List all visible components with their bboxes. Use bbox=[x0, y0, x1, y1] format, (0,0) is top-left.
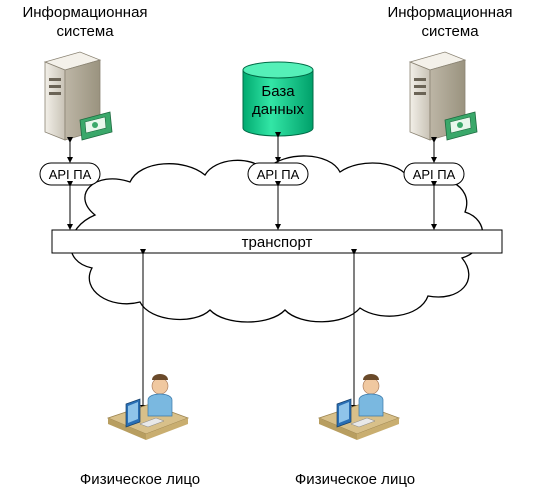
system-title-line1: Информационная bbox=[387, 4, 512, 21]
system-title-line1: Информационная bbox=[22, 4, 147, 21]
workstation-icon bbox=[317, 374, 401, 440]
info-system-right: Информационная система API ПА bbox=[387, 4, 513, 230]
person-label: Физическое лицо bbox=[80, 471, 200, 488]
database: База данных API ПА bbox=[242, 61, 314, 230]
transport-label: транспорт bbox=[242, 234, 313, 251]
transport-bar: транспорт bbox=[51, 229, 503, 254]
api-label: API ПА bbox=[257, 167, 300, 182]
info-system-left: Информационная система API ПА bbox=[22, 4, 148, 230]
server-icon bbox=[43, 51, 113, 141]
database-icon bbox=[242, 61, 314, 137]
system-title-line2: система bbox=[421, 23, 479, 40]
database-label-line1: База bbox=[261, 83, 295, 100]
system-title-line2: система bbox=[56, 23, 114, 40]
workstation-icon bbox=[106, 374, 190, 440]
person-right: Физическое лицо bbox=[295, 249, 415, 488]
person-left: Физическое лицо bbox=[80, 249, 200, 488]
server-icon bbox=[408, 51, 478, 141]
database-label-line2: данных bbox=[252, 101, 304, 118]
api-label: API ПА bbox=[49, 167, 92, 182]
api-label: API ПА bbox=[413, 167, 456, 182]
person-label: Физическое лицо bbox=[295, 471, 415, 488]
